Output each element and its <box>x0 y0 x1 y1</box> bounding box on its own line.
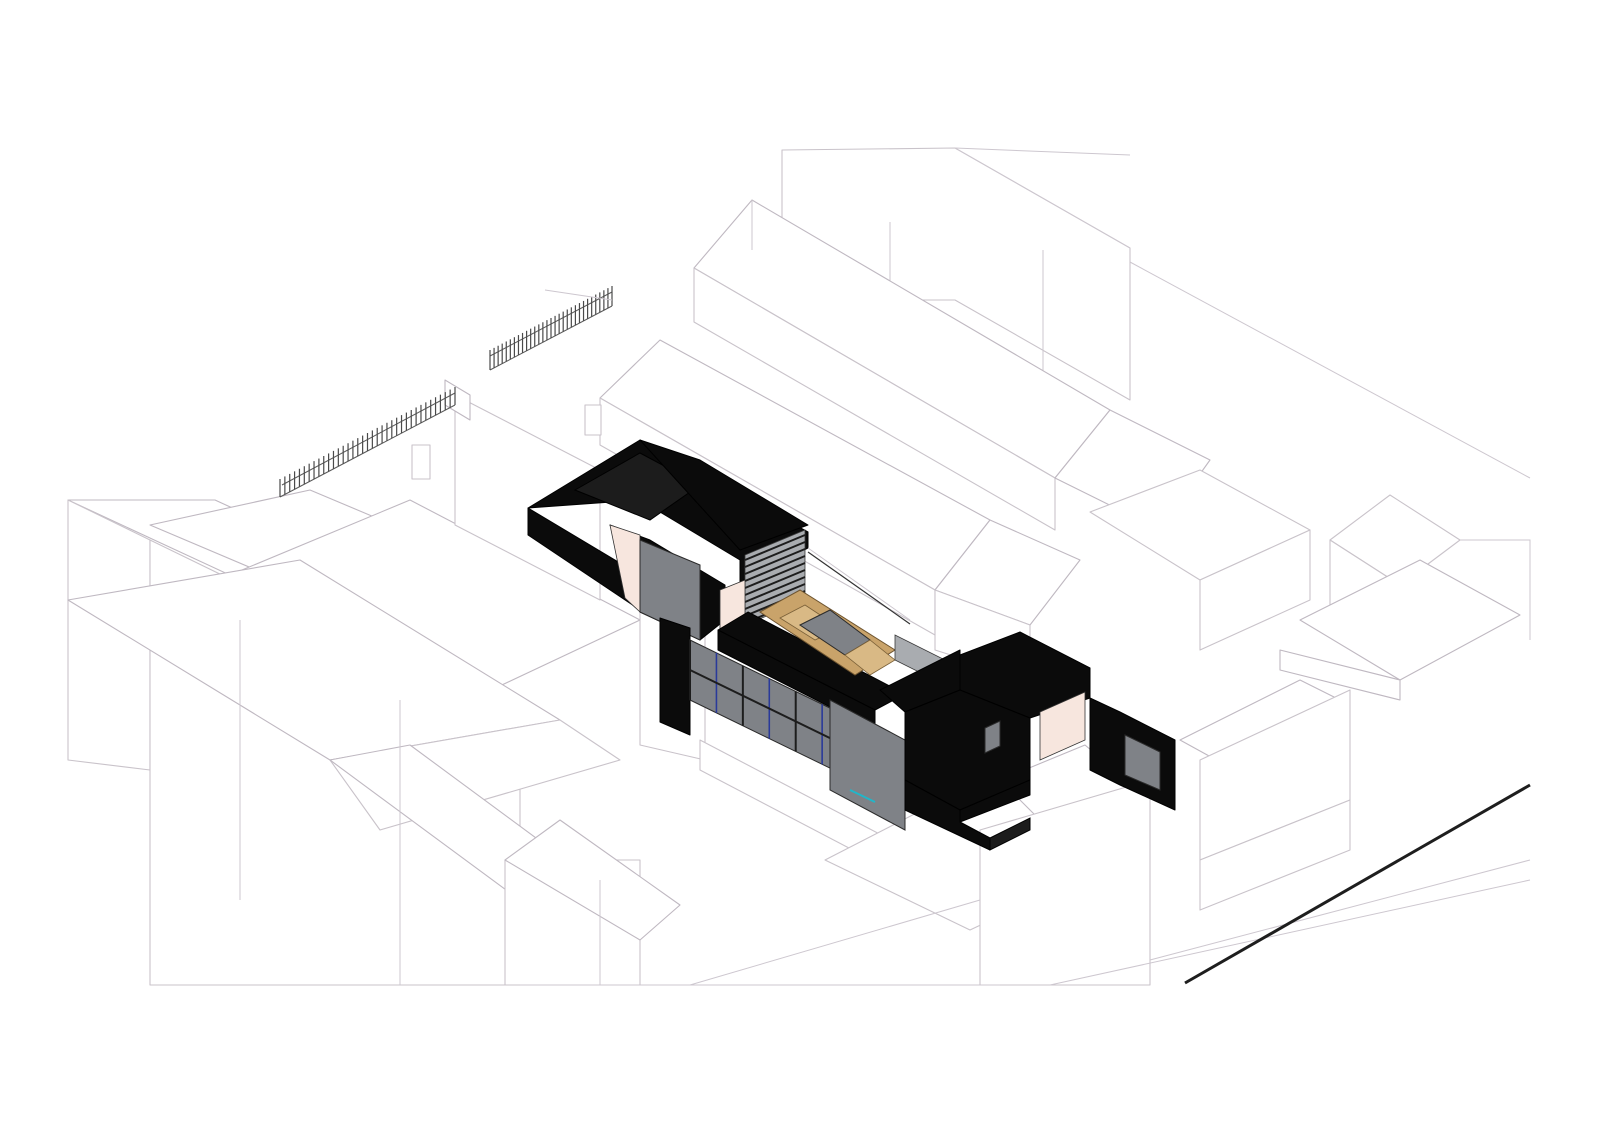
drawing-line <box>744 555 806 582</box>
context-courtyard <box>520 599 1531 986</box>
window-reveal <box>1039 691 1086 761</box>
drawing-line <box>744 562 806 589</box>
window-glazing <box>639 539 701 641</box>
chimney-icon <box>411 444 431 480</box>
drawing-line <box>744 569 806 596</box>
fence-icon <box>279 286 613 498</box>
drawing-line <box>744 548 806 575</box>
drawing-line <box>744 541 806 568</box>
drawing-line <box>744 534 806 561</box>
project-building <box>527 439 1176 851</box>
context-buildings-left <box>67 379 681 986</box>
small-window <box>984 720 1001 754</box>
street-edge <box>1184 783 1531 985</box>
drawing-line <box>744 576 806 603</box>
drawing-line <box>744 583 806 610</box>
chimney-icon <box>584 404 602 436</box>
